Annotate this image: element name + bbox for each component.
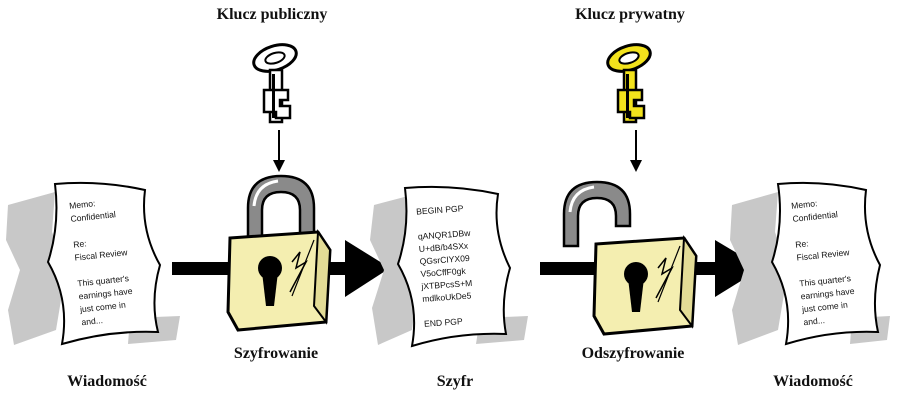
document-text-line: Memo: xyxy=(69,198,96,211)
document-text-line: Re: xyxy=(795,238,809,249)
encryption-label: Szyfrowanie xyxy=(233,345,319,362)
document-text-line: BEGIN PGP xyxy=(416,203,464,216)
private-key-icon xyxy=(606,43,652,124)
key-to-lock-arrow-right xyxy=(630,130,642,172)
open-padlock-icon xyxy=(562,180,698,336)
private-key-label: Klucz prywatny xyxy=(575,6,685,23)
key-to-lock-arrow-left xyxy=(273,130,285,172)
public-key-icon xyxy=(252,43,298,124)
document-text-line: U+dB/b4SXx xyxy=(418,241,469,254)
document-text-line: QGsrCIYX09 xyxy=(419,253,470,266)
document-text-line: qANQR1DBw xyxy=(418,228,472,242)
document-text-line: Confidential xyxy=(792,209,838,224)
document-text-line: and... xyxy=(803,315,825,327)
document-ciphertext: BEGIN PGP qANQR1DBwU+dB/b4SXxQGsrCIYX09V5… xyxy=(370,185,528,348)
document-text-line: V5oCffF0gk xyxy=(420,266,467,279)
closed-padlock-icon xyxy=(226,174,332,332)
message-left-label: Wiadomość xyxy=(67,373,147,390)
public-key-label: Klucz publiczny xyxy=(216,6,328,23)
cipher-label: Szyfr xyxy=(436,373,474,390)
document-text-line: and... xyxy=(81,315,103,327)
document-text-line: Confidential xyxy=(70,209,116,224)
document-text-line: Memo: xyxy=(791,198,818,211)
message-right-label: Wiadomość xyxy=(773,373,853,390)
document-text-line: just come in xyxy=(79,300,127,315)
document-text-line: jXTBPcsS+M xyxy=(420,278,472,292)
document-text-line: END PGP xyxy=(424,316,464,329)
document-text-line: just come in xyxy=(801,300,849,315)
document-text-line: mdlkoUkDe5 xyxy=(422,290,472,303)
decryption-label: Odszyfrowanie xyxy=(581,345,685,362)
document-text-line: Re: xyxy=(73,238,87,249)
